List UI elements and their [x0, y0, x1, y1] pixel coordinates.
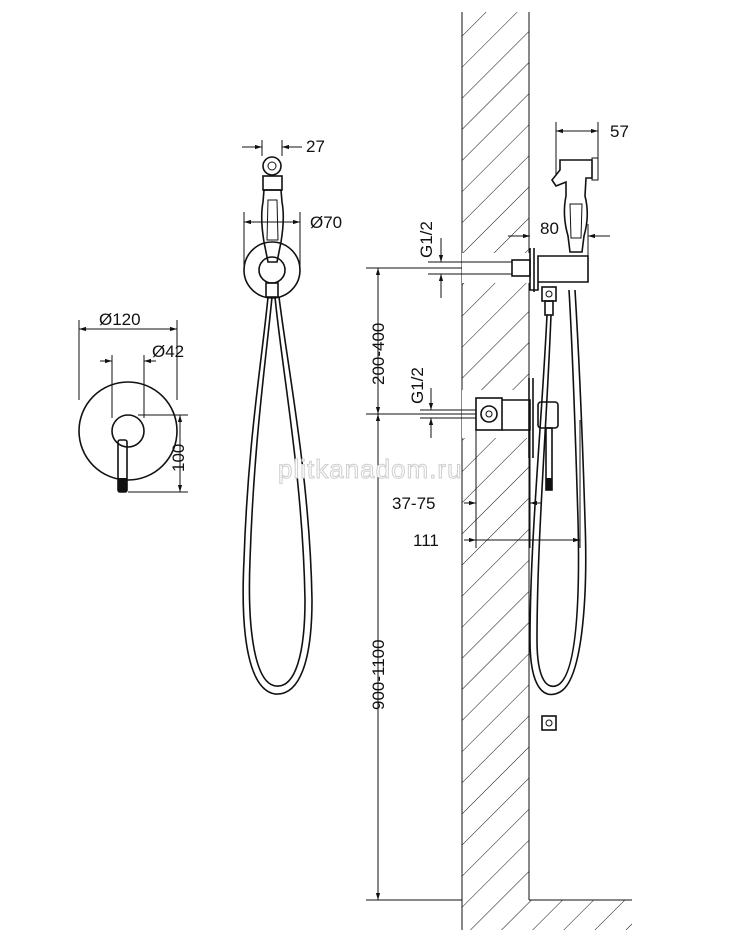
wall-section	[461, 12, 632, 930]
dim-height-200-400: 200-400	[369, 323, 388, 385]
dim-width-27: 27	[306, 137, 325, 156]
watermark: plitkanadom.ru	[278, 454, 463, 484]
dim-depth-111: 111	[413, 531, 439, 550]
dim-diameter-120: Ø120	[99, 310, 141, 329]
dim-width-80: 80	[540, 219, 559, 238]
dim-width-57: 57	[610, 122, 629, 141]
mixer-front-view	[78, 320, 188, 493]
dim-thread-g12-mid: G1/2	[408, 367, 427, 404]
side-view-assembly	[366, 122, 610, 901]
dim-height-100: 100	[169, 444, 188, 472]
dim-thread-g12-top: G1/2	[417, 221, 436, 258]
hand-shower-front-view	[242, 140, 313, 695]
dim-diameter-42: Ø42	[152, 342, 184, 361]
dim-diameter-70: Ø70	[310, 213, 342, 232]
dim-height-900-1100: 900-1100	[369, 639, 388, 710]
dim-depth-37-75: 37-75	[392, 494, 435, 513]
